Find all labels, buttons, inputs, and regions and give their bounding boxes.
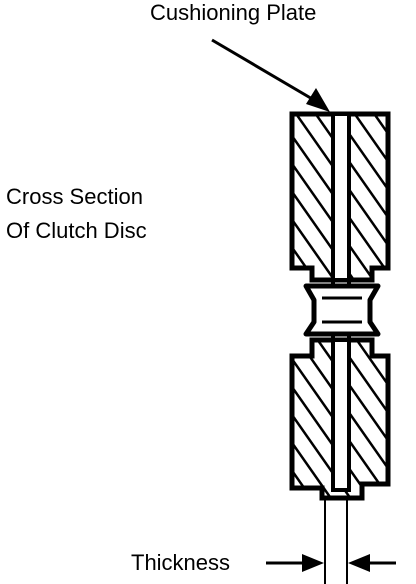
cushioning-plate-label: Cushioning Plate bbox=[150, 0, 317, 25]
thickness-arrows bbox=[266, 554, 396, 572]
thickness-label: Thickness bbox=[131, 550, 231, 575]
cross-section-label-line1: Cross Section bbox=[6, 184, 143, 209]
leader-arrow bbox=[211, 38, 330, 112]
rivet bbox=[303, 283, 381, 337]
cross-section-label-line2: Of Clutch Disc bbox=[6, 218, 147, 243]
thickness-extension-lines bbox=[324, 498, 348, 584]
